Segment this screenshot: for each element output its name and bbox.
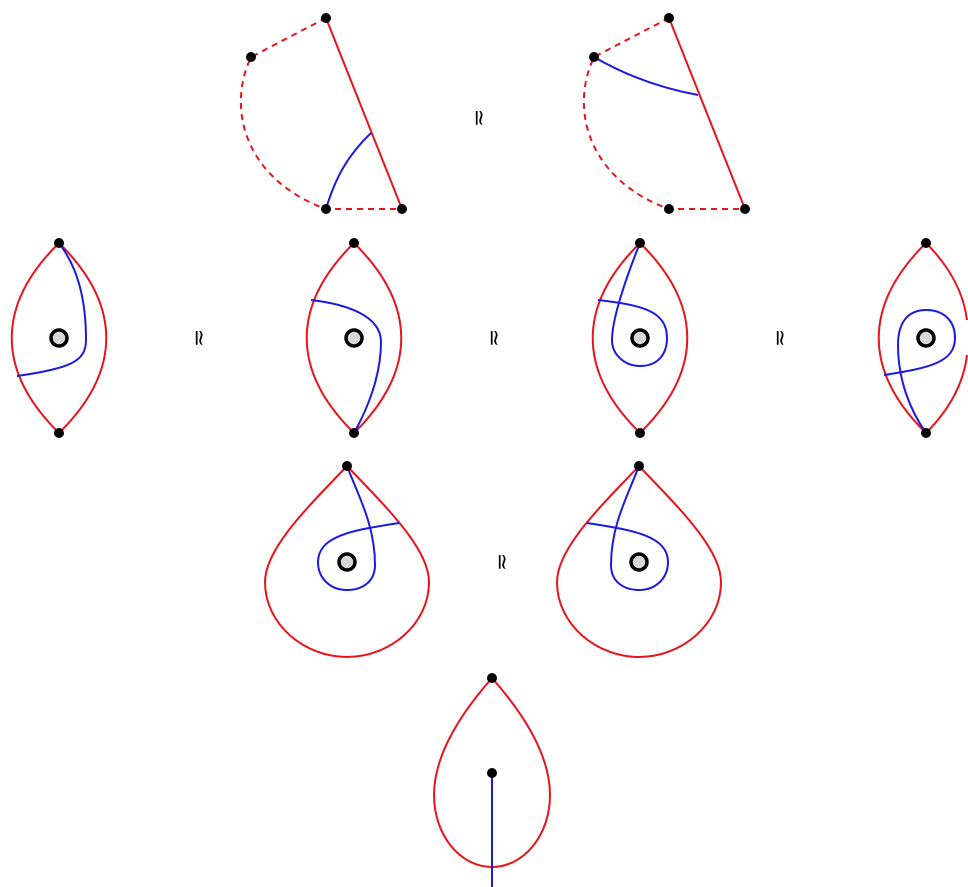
bigon-4-point-top: [921, 238, 931, 248]
monogon-2-boundary: [555, 464, 723, 659]
relation-symbol-r2: ≃: [186, 329, 211, 347]
bigon-4-boundary: [877, 242, 968, 435]
monogon-1-point-top: [342, 461, 352, 471]
bigon-2-arc: [310, 299, 383, 434]
monogon-3-point-interior: [487, 768, 497, 778]
bigon-3-puncture-icon: [630, 328, 650, 348]
relation-symbol-r1: ≃: [466, 109, 491, 127]
sector-1-arc: [325, 132, 372, 210]
sector-piece-2: [582, 13, 750, 214]
bigon-4: [877, 238, 968, 438]
bigon-1-arc: [16, 242, 88, 377]
monogon-2-puncture-icon: [629, 552, 649, 572]
bigon-2-point-bottom: [349, 428, 359, 438]
sector-1-point-bottom-right: [397, 204, 407, 214]
sector-1-point-bottom-left: [321, 204, 331, 214]
sector-2-point-left: [589, 52, 599, 62]
bigon-3-arc: [597, 242, 669, 368]
sector-1-dashed-boundary: [239, 17, 402, 210]
bigon-2: [305, 238, 403, 438]
bigon-4-puncture-icon: [916, 328, 936, 348]
sector-1-point-left: [246, 52, 256, 62]
bigon-2-puncture-icon: [344, 328, 364, 348]
monogon-3: [432, 673, 552, 887]
sector-1-solid-edge: [325, 17, 403, 210]
bigon-1: [10, 238, 108, 438]
monogon-2-arc: [586, 465, 670, 592]
relation-symbol-r4: ≃: [767, 329, 792, 347]
sector-piece-1: [239, 13, 407, 214]
sector-2-arc: [593, 56, 699, 96]
bigon-3-point-top: [635, 238, 645, 248]
sector-1-point-top: [321, 13, 331, 23]
monogon-1-arc: [316, 465, 400, 592]
bigon-1-point-bottom: [54, 428, 64, 438]
monogon-2: [555, 461, 723, 659]
monogon-1: [263, 461, 431, 659]
bigon-1-point-top: [54, 238, 64, 248]
bigon-2-point-top: [349, 238, 359, 248]
relation-symbol-r5: ≃: [489, 553, 514, 571]
sector-2-point-top: [664, 13, 674, 23]
sector-2-point-bottom-right: [740, 204, 750, 214]
bigon-4-point-bottom: [921, 428, 931, 438]
monogon-1-puncture-icon: [337, 552, 357, 572]
monogon-1-boundary: [263, 464, 431, 659]
bigon-3: [591, 238, 689, 438]
bigon-3-point-bottom: [635, 428, 645, 438]
sector-2-dashed-boundary: [582, 17, 745, 210]
sector-2-point-bottom-left: [664, 204, 674, 214]
sector-2-solid-edge: [668, 17, 746, 210]
bigon-4-arc: [883, 308, 957, 434]
bigon-1-puncture-icon: [49, 328, 69, 348]
relation-symbol-r3: ≃: [481, 329, 506, 347]
monogon-2-point-top: [634, 461, 644, 471]
monogon-3-point-top: [487, 673, 497, 683]
